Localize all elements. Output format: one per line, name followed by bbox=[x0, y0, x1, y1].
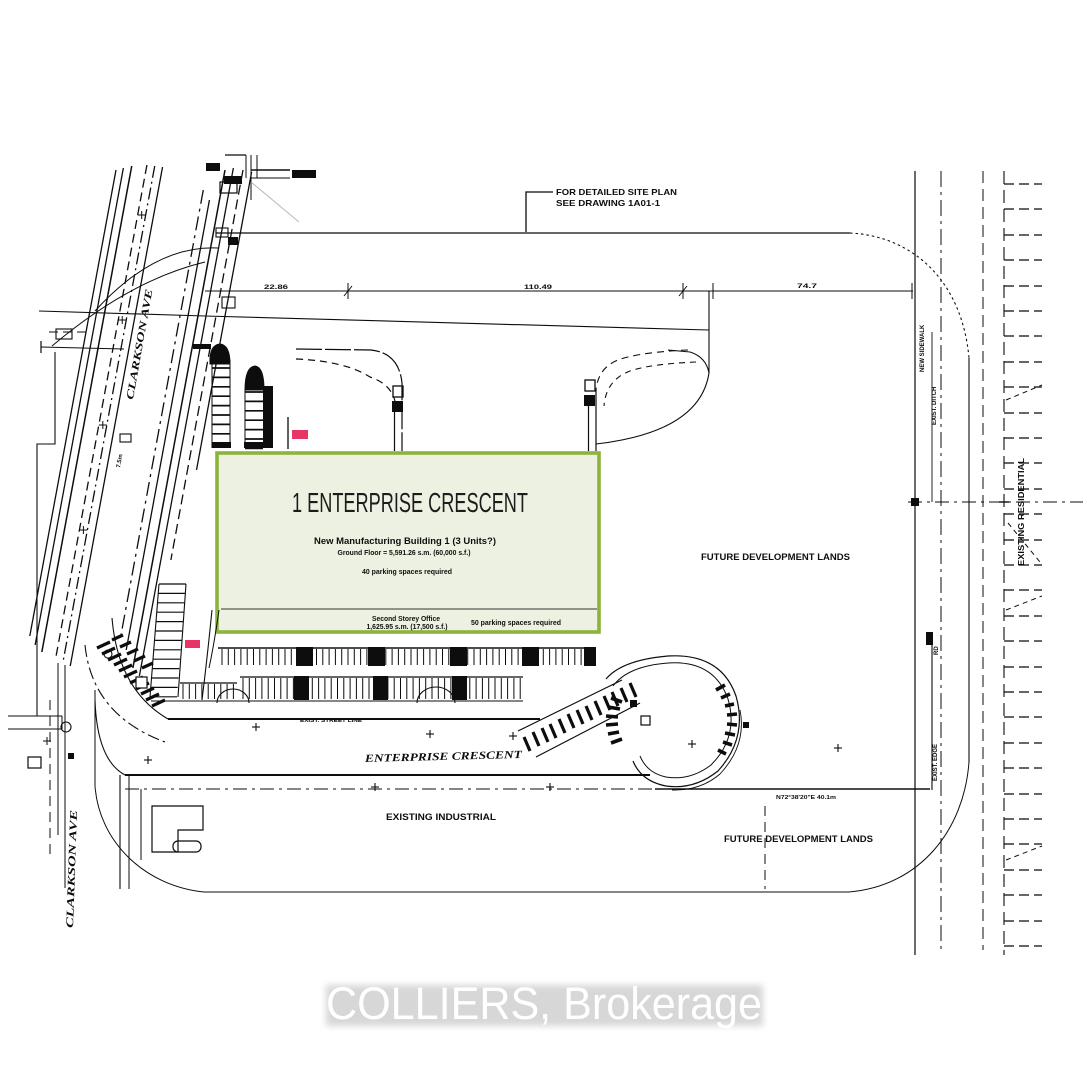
svg-text:Ground Floor = 5,591.26 s.m. (: Ground Floor = 5,591.26 s.m. (60,000 s.f… bbox=[338, 550, 471, 557]
svg-text:EXIST. DITCH: EXIST. DITCH bbox=[932, 387, 938, 425]
svg-text:EXISTING RESIDENTIAL: EXISTING RESIDENTIAL bbox=[1017, 458, 1026, 566]
svg-text:1 ENTERPRISE CRESCENT: 1 ENTERPRISE CRESCENT bbox=[292, 487, 528, 518]
svg-text:7.5m: 7.5m bbox=[116, 454, 124, 469]
svg-text:ENTERPRISE CRESCENT: ENTERPRISE CRESCENT bbox=[364, 749, 524, 765]
svg-text:COLLIERS, Brokerage: COLLIERS, Brokerage bbox=[326, 978, 762, 1029]
svg-text:EXISTING INDUSTRIAL: EXISTING INDUSTRIAL bbox=[386, 812, 497, 822]
svg-text:1,625.95 s.m. (17,500 s.f.): 1,625.95 s.m. (17,500 s.f.) bbox=[367, 624, 448, 631]
svg-text:22.86: 22.86 bbox=[264, 284, 289, 291]
svg-text:SEE DRAWING 1A01-1: SEE DRAWING 1A01-1 bbox=[556, 198, 660, 208]
svg-text:New Manufacturing Building 1 (: New Manufacturing Building 1 (3 Units?) bbox=[314, 536, 496, 547]
svg-text:50 parking spaces required: 50 parking spaces required bbox=[471, 618, 561, 627]
svg-text:Second Storey Office: Second Storey Office bbox=[372, 616, 440, 623]
svg-text:FUTURE DEVELOPMENT LANDS: FUTURE DEVELOPMENT LANDS bbox=[724, 834, 873, 844]
svg-text:FUTURE DEVELOPMENT LANDS: FUTURE DEVELOPMENT LANDS bbox=[701, 552, 850, 562]
svg-text:110.49: 110.49 bbox=[524, 284, 553, 291]
svg-text:N72°38'20"E 40.1m: N72°38'20"E 40.1m bbox=[776, 795, 836, 801]
svg-text:FOR DETAILED SITE PLAN: FOR DETAILED SITE PLAN bbox=[556, 187, 677, 197]
svg-text:CLARKSON AVE: CLARKSON AVE bbox=[65, 810, 80, 928]
svg-text:RD: RD bbox=[934, 646, 940, 655]
svg-text:NEW SIDEWALK: NEW SIDEWALK bbox=[920, 324, 926, 372]
svg-text:EXIST. EDGE: EXIST. EDGE bbox=[933, 744, 939, 781]
svg-text:EXIST. STREET LINE: EXIST. STREET LINE bbox=[300, 718, 363, 724]
svg-text:74.7: 74.7 bbox=[797, 283, 818, 290]
svg-text:40 parking spaces required: 40 parking spaces required bbox=[362, 567, 452, 576]
